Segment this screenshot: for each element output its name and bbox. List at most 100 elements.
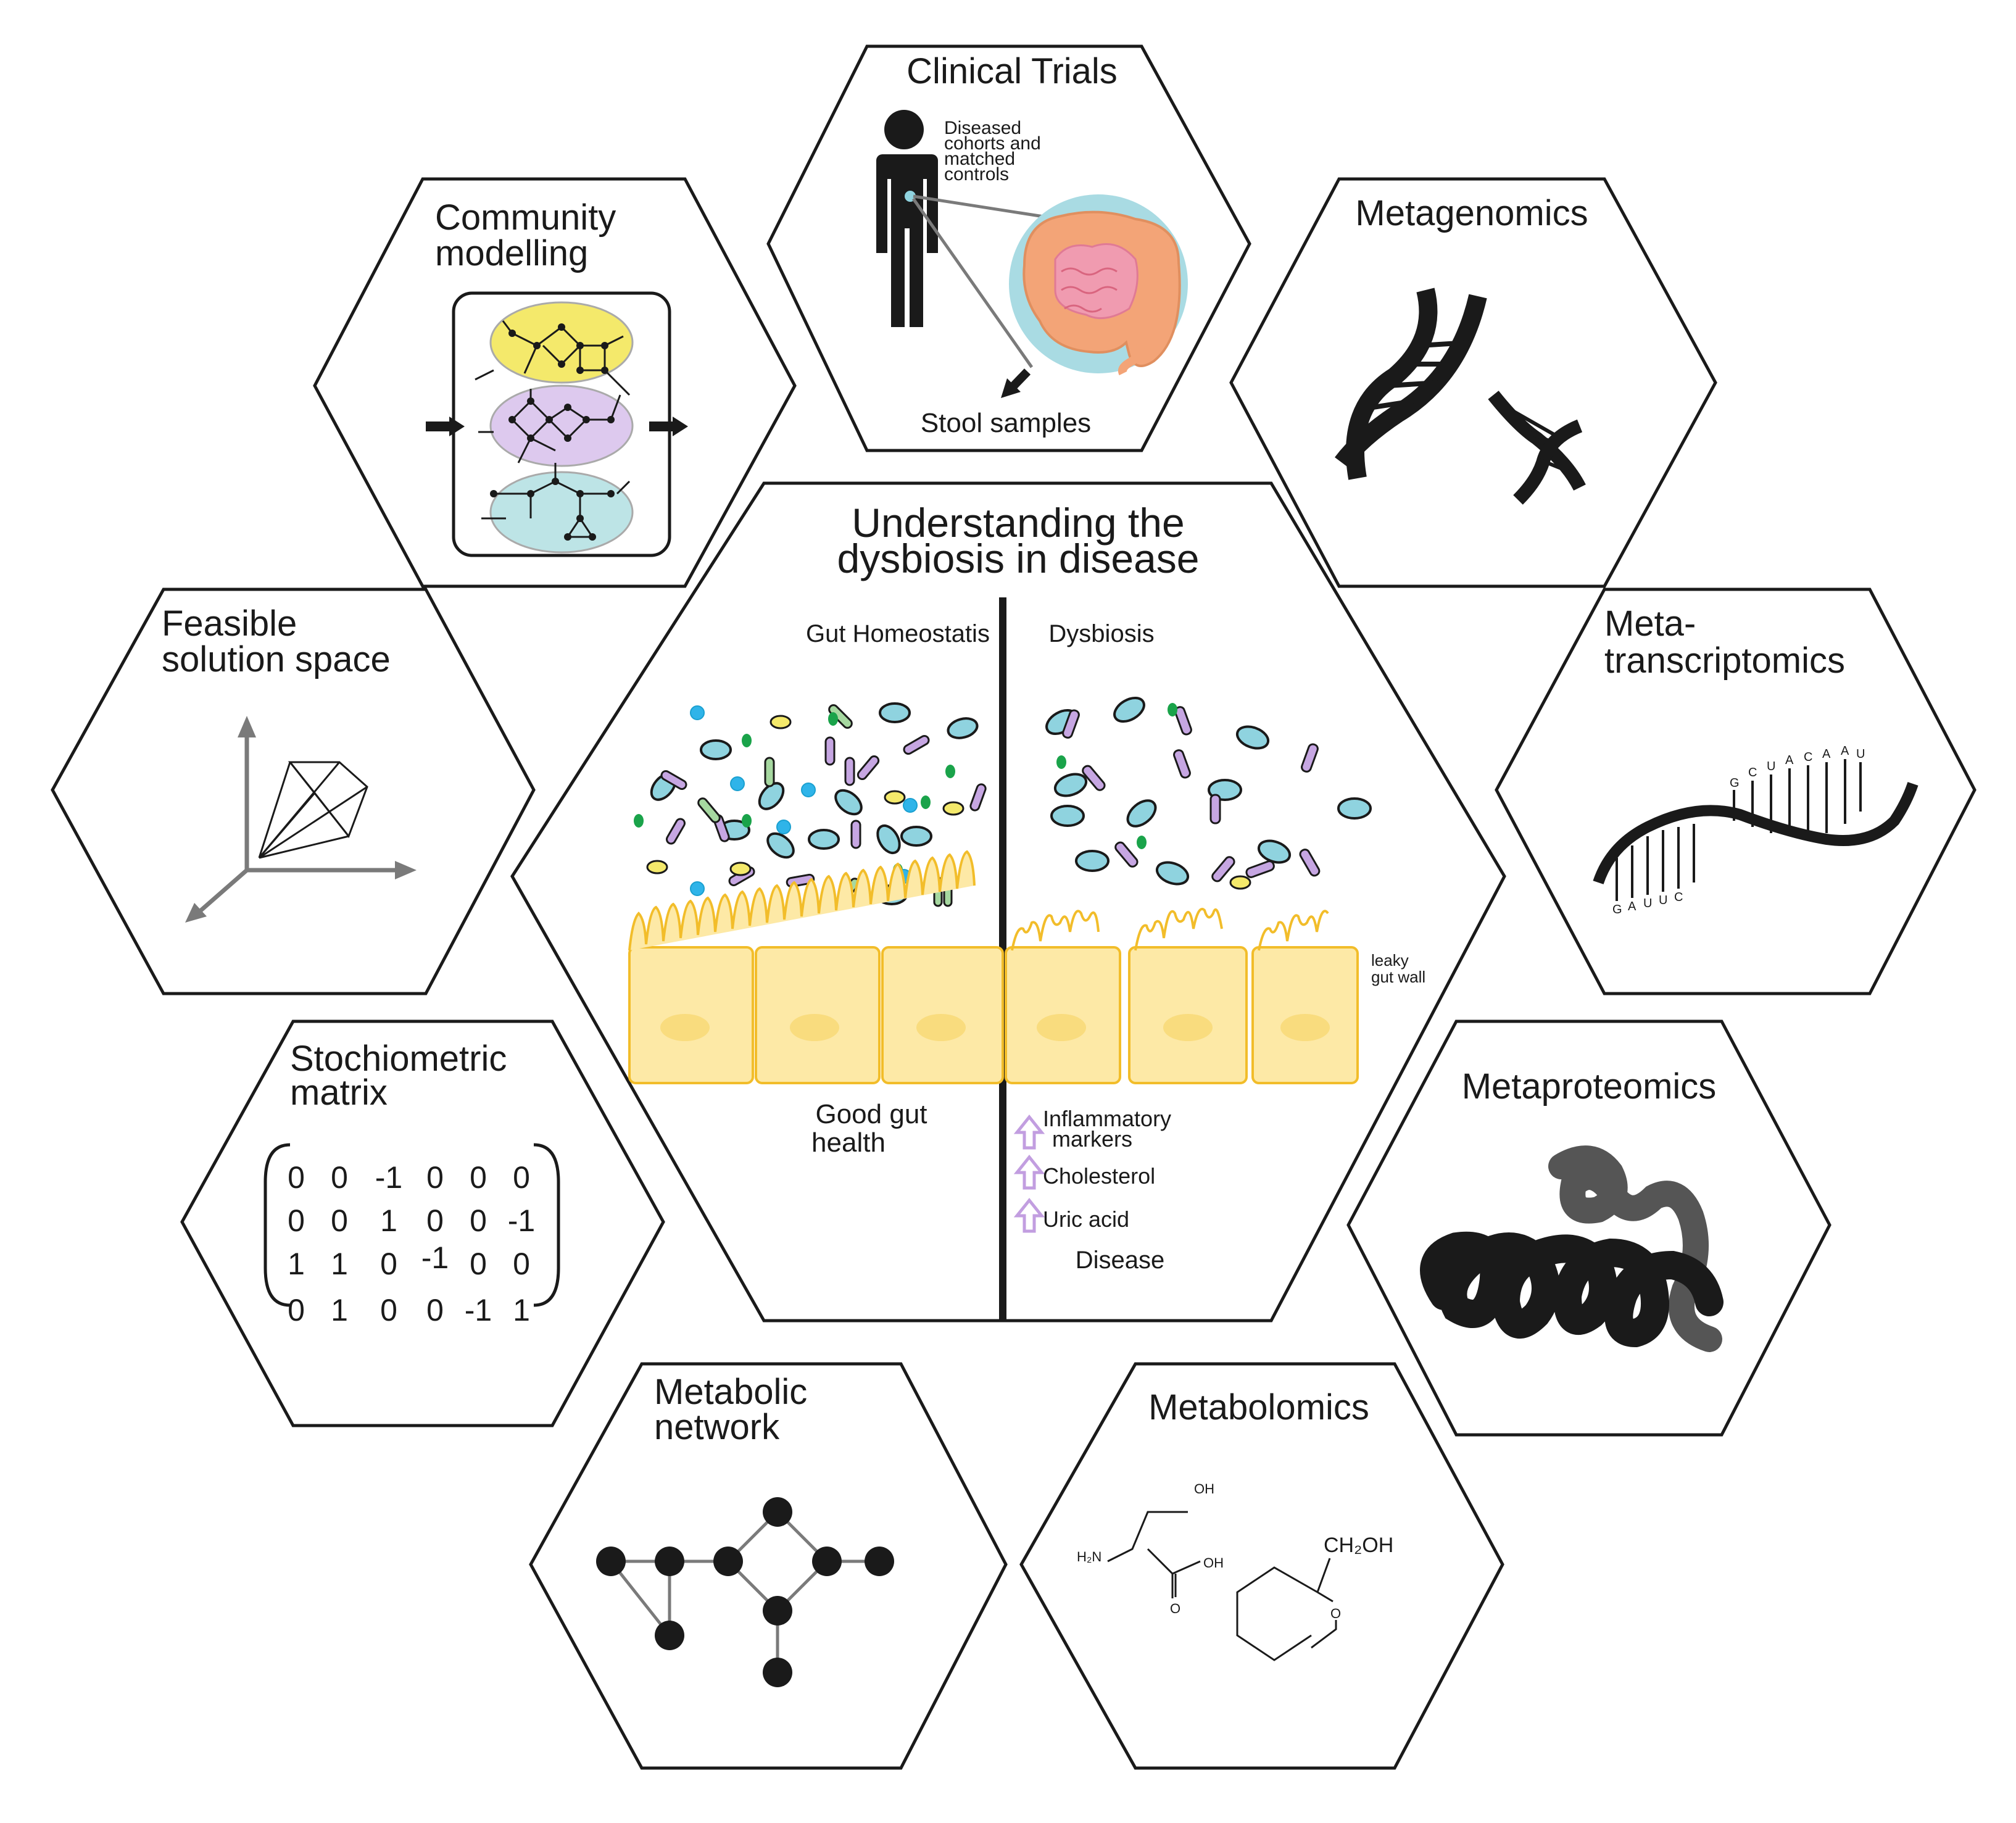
center-hexagon bbox=[510, 481, 1506, 1323]
rna-base-top-7: U bbox=[1856, 747, 1865, 761]
stool-arrow bbox=[1001, 368, 1031, 398]
center-panel: Understanding the dysbiosis in disease G… bbox=[510, 481, 1506, 1323]
network-icon bbox=[596, 1497, 894, 1687]
center-title-line1: Understanding the bbox=[852, 500, 1184, 546]
community-title-line1: Community bbox=[435, 197, 616, 238]
feasible-panel: Feasible solution space bbox=[51, 588, 536, 995]
metabolic-panel: Metabolic network bbox=[529, 1362, 1008, 1770]
matrix-cell: 0 bbox=[288, 1203, 305, 1238]
clinical-note-3: matched bbox=[944, 149, 1015, 169]
dna-icon bbox=[1335, 288, 1586, 505]
matrix-cell: 1 bbox=[513, 1293, 530, 1327]
rna-base-top-5: A bbox=[1822, 747, 1831, 761]
matrix-bracket-right bbox=[533, 1143, 560, 1307]
rna-base-top-2: U bbox=[1767, 760, 1775, 773]
clinical-note-1: Diseased bbox=[944, 118, 1021, 138]
matrix-cell: 0 bbox=[288, 1160, 305, 1195]
metagenomics-panel: Metagenomics bbox=[1229, 177, 1717, 588]
rna-base-bottom-0: G bbox=[1612, 903, 1622, 916]
serine-h2n: H₂N bbox=[1077, 1549, 1101, 1564]
clinical-note-2: cohorts and bbox=[944, 133, 1041, 154]
uric-acid-label: Uric acid bbox=[1043, 1206, 1129, 1232]
matrix-cell: 0 bbox=[426, 1293, 444, 1327]
community-blob-purple bbox=[489, 384, 634, 467]
intestine-icon bbox=[1009, 194, 1188, 376]
pyran-ch2oh: CH₂OH bbox=[1324, 1534, 1393, 1557]
pyran-ring-o: O bbox=[1330, 1606, 1341, 1621]
metabolic-hexagon bbox=[529, 1362, 1008, 1770]
clinical-trials-panel: Clinical Trials Diseased cohorts and mat… bbox=[766, 44, 1251, 452]
stoichiometric-title-line2: matrix bbox=[290, 1073, 388, 1113]
serine-o-bottom: O bbox=[1170, 1601, 1180, 1616]
solution-space-icon bbox=[185, 716, 417, 923]
matrix-cell: 0 bbox=[513, 1160, 530, 1195]
rna-base-bottom-1: A bbox=[1628, 900, 1636, 913]
rna-base-bottom-3: U bbox=[1659, 894, 1667, 907]
pyran-molecule-icon bbox=[1236, 1558, 1337, 1661]
metabolomics-hexagon bbox=[1019, 1362, 1504, 1770]
metaproteomics-panel: Metaproteomics bbox=[1346, 1019, 1831, 1437]
matrix-cell: 0 bbox=[331, 1160, 348, 1195]
rna-base-top-4: C bbox=[1804, 750, 1812, 764]
metabolic-title-line2: network bbox=[654, 1407, 780, 1447]
stool-label: Stool samples bbox=[921, 408, 1091, 438]
clinical-title: Clinical Trials bbox=[906, 51, 1118, 91]
community-arrows bbox=[426, 417, 688, 436]
matrix-cell: 0 bbox=[380, 1247, 397, 1281]
serine-molecule-icon bbox=[1107, 1511, 1201, 1598]
matrix-cell: 1 bbox=[288, 1247, 305, 1281]
bacteria-healthy bbox=[634, 697, 1372, 907]
metabolomics-title: Metabolomics bbox=[1148, 1387, 1369, 1427]
feasible-title-line1: Feasible bbox=[162, 604, 297, 644]
markers-label: markers bbox=[1052, 1126, 1132, 1152]
matrix-cell: 0 bbox=[426, 1160, 444, 1195]
good-gut-line2: health bbox=[811, 1127, 886, 1158]
matrix-cell: -1 bbox=[375, 1160, 402, 1195]
clinical-note-4: controls bbox=[944, 164, 1009, 185]
rna-base-top-1: C bbox=[1748, 766, 1757, 779]
matrix-cell: 0 bbox=[470, 1203, 487, 1238]
rna-icon: G C U A C A A U G A U U C bbox=[1593, 744, 1919, 916]
metaproteomics-title: Metaproteomics bbox=[1462, 1066, 1717, 1107]
gut-homeostasis-label: Gut Homeostatis bbox=[806, 620, 990, 647]
marker-arrows bbox=[1013, 1114, 1045, 1233]
center-title-line2: dysbiosis in disease bbox=[837, 536, 1200, 581]
matrix-cell: 0 bbox=[380, 1293, 397, 1327]
matrix-cell: 0 bbox=[470, 1247, 487, 1281]
leaky-label-line1: leaky bbox=[1371, 951, 1409, 970]
stoichiometric-panel: Stochiometric matrix 0 0 -1 0 0 0 0 0 1 … bbox=[180, 1019, 665, 1427]
stoichiometric-title-line1: Stochiometric bbox=[290, 1039, 507, 1079]
community-blob-cyan bbox=[489, 471, 634, 554]
matrix-cell: 0 bbox=[426, 1203, 444, 1238]
feasible-title-line2: solution space bbox=[162, 639, 391, 679]
serine-oh-right: OH bbox=[1203, 1555, 1224, 1571]
cholesterol-label: Cholesterol bbox=[1043, 1163, 1155, 1189]
matrix-cell: 1 bbox=[331, 1247, 348, 1281]
metabolic-title-line1: Metabolic bbox=[654, 1372, 807, 1412]
matrix-values: 0 0 -1 0 0 0 0 0 1 0 0 -1 1 1 0 -1 0 0 0… bbox=[288, 1160, 535, 1327]
metagenomics-hexagon bbox=[1229, 177, 1717, 588]
community-blob-yellow bbox=[489, 301, 634, 384]
matrix-cell: -1 bbox=[421, 1240, 449, 1275]
matrix-cell: 1 bbox=[380, 1203, 397, 1238]
serine-oh-top: OH bbox=[1194, 1481, 1214, 1497]
disease-label: Disease bbox=[1076, 1247, 1165, 1274]
matrix-cell: 0 bbox=[288, 1293, 305, 1327]
protein-icon bbox=[1420, 1145, 1724, 1352]
community-panel: Community modelling bbox=[313, 177, 797, 588]
metatranscriptomics-title-line2: transcriptomics bbox=[1604, 641, 1845, 681]
gut-epithelium bbox=[628, 850, 1359, 1084]
feasible-hexagon bbox=[51, 588, 536, 995]
matrix-cell: 0 bbox=[470, 1160, 487, 1195]
metatranscriptomics-title-line1: Meta- bbox=[1604, 604, 1696, 644]
metagenomics-title: Metagenomics bbox=[1355, 193, 1588, 233]
dysbiosis-label: Dysbiosis bbox=[1048, 620, 1154, 647]
matrix-cell: 0 bbox=[513, 1247, 530, 1281]
leaky-label-line2: gut wall bbox=[1371, 968, 1425, 986]
metabolomics-panel: Metabolomics OH H₂N OH O CH₂OH O bbox=[1019, 1362, 1504, 1770]
community-title-line2: modelling bbox=[435, 233, 588, 273]
matrix-cell: 1 bbox=[331, 1293, 348, 1327]
rna-base-top-6: A bbox=[1841, 744, 1849, 758]
rna-base-top-0: G bbox=[1730, 776, 1740, 790]
